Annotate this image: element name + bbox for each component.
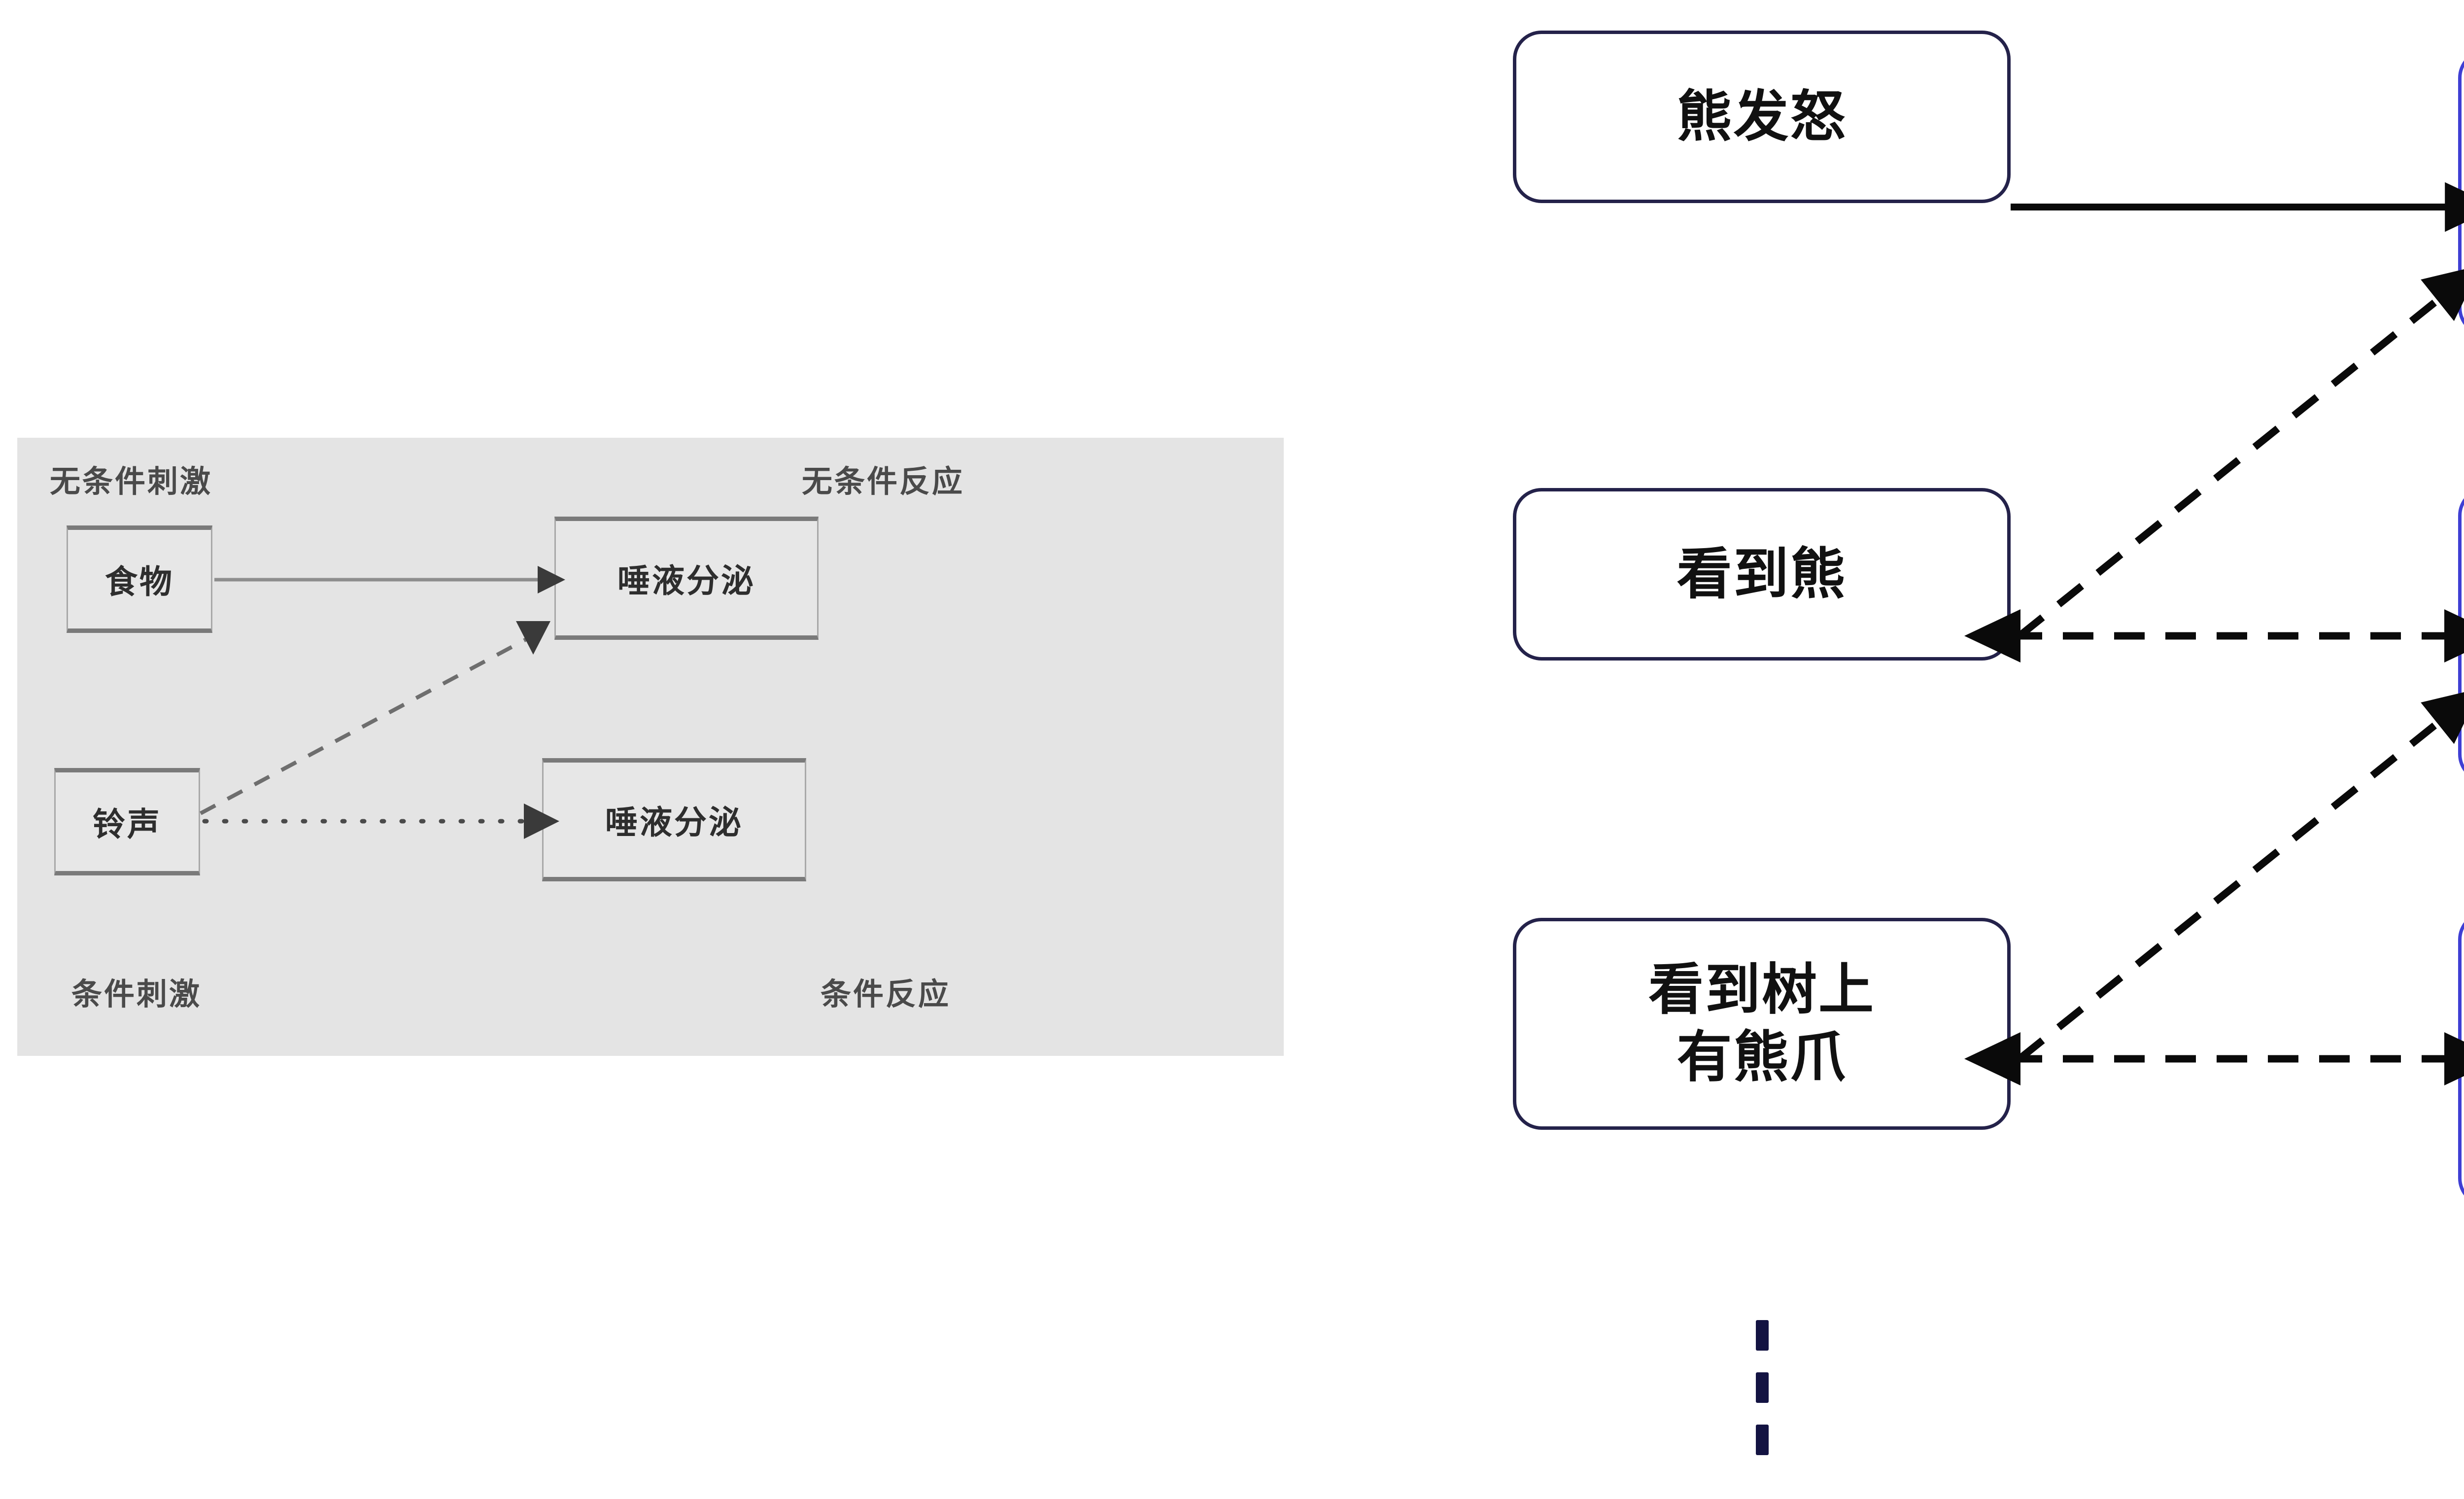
node-bear-angry-label: 熊发怒 [1677,85,1847,147]
arrow-bell-to-unconditioned-salivation [200,635,531,815]
box-food: 食物 [67,525,212,633]
ellipsis-dot [1756,1425,1769,1455]
node-see-bear[interactable]: 看到熊 [1513,488,2011,661]
box-salivation-unconditioned: 唾液分泌 [554,517,819,640]
label-conditioned-stimulus: 条件刺激 [71,977,202,1011]
box-bell: 铃声 [54,768,200,875]
ellipsis-dot [1756,1320,1769,1351]
node-see-bear-label: 看到熊 [1677,543,1847,605]
node-reward[interactable]: 奖励 [2458,49,2464,336]
edge-see-bear-to-reward [2017,265,2464,639]
box-salivation-unconditioned-label: 唾液分泌 [617,562,755,599]
node-see-bear-claw-on-tree[interactable]: 看到树上 有熊爪 [1513,918,2011,1130]
box-salivation-conditioned: 唾液分泌 [542,758,806,881]
edge-see-claw-to-value-s-prime [2017,688,2464,1062]
label-unconditioned-response: 无条件反应 [802,465,965,499]
classical-conditioning-panel: 无条件刺激 无条件反应 条件刺激 条件反应 食物 唾液分泌 铃声 唾液分泌 [17,438,1284,1056]
node-bear-angry[interactable]: 熊发怒 [1513,31,2011,203]
node-see-bear-claw-line1: 看到树上 [1648,959,1875,1021]
label-unconditioned-stimulus: 无条件刺激 [50,465,213,499]
node-see-bear-claw-line2: 有熊爪 [1677,1026,1847,1088]
ellipsis-left-column [1756,1320,1769,1455]
node-value-s[interactable]: V(s) [2458,911,2464,1207]
box-bell-label: 铃声 [93,806,162,842]
box-salivation-conditioned-label: 唾液分泌 [605,804,743,840]
box-food-label: 食物 [105,563,174,600]
left-panel-arrows [200,566,565,839]
ellipsis-dot [1756,1372,1769,1403]
arrowhead-bell-diagonal [516,621,550,655]
label-conditioned-response: 条件反应 [821,977,951,1011]
node-value-s-prime[interactable]: V(s′) [2458,487,2464,783]
